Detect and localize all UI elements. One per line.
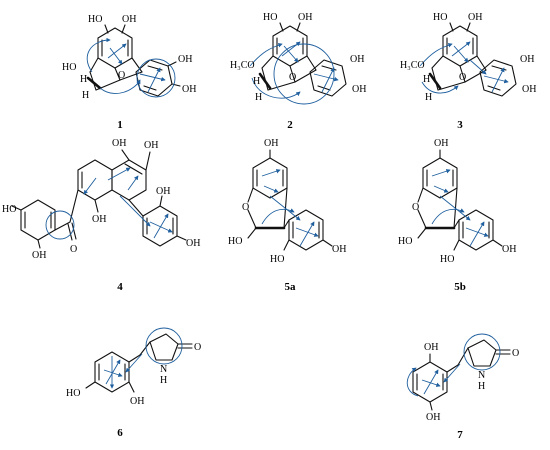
compound-7-label-1: O xyxy=(512,348,519,359)
compound-5a-label-2: HO xyxy=(228,236,242,247)
compound-3-label-3: H xyxy=(423,74,430,85)
compound-6-label-4: OH xyxy=(130,396,144,407)
compound-3-label-1: OH xyxy=(468,12,482,23)
compound-1-label-7: OH xyxy=(182,84,196,95)
compound-1-label-4: H xyxy=(82,90,89,101)
compound-2-label-7: OH xyxy=(352,84,366,95)
compound-1-structure xyxy=(86,24,181,97)
compound-4-number: 4 xyxy=(117,281,123,293)
compound-5a-label-0: OH xyxy=(264,138,278,149)
compound-5b: OH O HO HO OH 5b xyxy=(398,138,516,293)
compound-1: HO OH HO H H O OH OH 1 xyxy=(62,14,196,131)
compound-5a: OH O HO HO OH 5a xyxy=(228,138,346,293)
compound-6: O N H HO OH 6 xyxy=(66,327,201,439)
compound-2-number: 2 xyxy=(287,119,293,131)
compound-7-label-4: OH xyxy=(426,412,440,423)
compound-4-label-5: OH xyxy=(92,214,106,225)
compound-7-structure xyxy=(412,339,511,411)
compound-2-label-1: OH xyxy=(298,12,312,23)
compound-3-correlations xyxy=(419,41,509,94)
compound-4-label-3: OH xyxy=(112,138,126,149)
compound-3-label-2: H₃CO xyxy=(400,60,425,71)
compound-4-label-2: O xyxy=(70,244,77,255)
compound-7-label-0: OH xyxy=(424,342,438,353)
compound-1-label-5: O xyxy=(118,70,125,81)
compound-6-label-0: O xyxy=(194,342,201,353)
compound-1-label-3: H xyxy=(80,74,87,85)
compound-4: HO OH O OH OH OH OH OH 4 xyxy=(2,138,200,293)
compound-4-correlations xyxy=(45,167,173,240)
compound-3-label-6: OH xyxy=(520,54,534,65)
compound-5a-label-3: HO xyxy=(270,254,284,265)
compound-6-correlations xyxy=(103,327,183,389)
compound-1-correlations xyxy=(86,37,176,98)
compound-2-label-4: H xyxy=(255,92,262,103)
compound-6-label-1: N xyxy=(160,364,167,375)
compound-2-correlations xyxy=(249,41,339,105)
compound-5b-label-2: HO xyxy=(398,236,412,247)
compound-6-label-3: HO xyxy=(66,388,80,399)
compound-7-label-2: N xyxy=(478,370,485,381)
compound-2-label-2: H₃CO xyxy=(230,60,255,71)
compound-5a-number: 5a xyxy=(285,281,297,293)
compound-5b-label-4: OH xyxy=(502,244,516,255)
compound-1-label-0: HO xyxy=(88,14,102,25)
compound-6-structure xyxy=(85,333,193,393)
compound-2-label-0: HO xyxy=(263,12,277,23)
compound-5a-correlations xyxy=(261,169,319,247)
compound-3-label-7: OH xyxy=(522,84,536,95)
compound-5a-label-1: O xyxy=(242,202,249,213)
compound-5b-label-3: HO xyxy=(440,254,454,265)
compound-5b-label-1: O xyxy=(412,202,419,213)
compound-4-label-0: HO xyxy=(2,204,16,215)
compound-6-number: 6 xyxy=(117,427,123,439)
compound-1-label-2: HO xyxy=(62,62,76,73)
compound-5b-structure xyxy=(417,149,503,251)
compound-6-label-2: H xyxy=(160,375,167,386)
compound-7-label-3: H xyxy=(478,381,485,392)
compound-4-label-7: OH xyxy=(186,238,200,249)
compound-1-number: 1 xyxy=(117,119,123,131)
compound-7-number: 7 xyxy=(457,429,463,441)
compound-3-structure xyxy=(428,22,517,97)
compound-2-label-3: H xyxy=(253,76,260,87)
compound-3-label-5: O xyxy=(459,72,466,83)
compound-7: OH O N H OH 7 xyxy=(406,333,519,441)
compound-2-structure xyxy=(258,22,347,97)
compound-1-label-1: OH xyxy=(122,14,136,25)
compound-3-label-0: HO xyxy=(433,12,447,23)
compound-4-label-1: OH xyxy=(32,250,46,261)
compound-5b-correlations xyxy=(431,169,489,247)
compound-1-label-6: OH xyxy=(178,54,192,65)
compound-2: HO OH H₃CO H H O OH OH 2 xyxy=(230,12,366,131)
compound-5a-structure xyxy=(247,149,333,251)
compound-7-correlations xyxy=(406,333,501,397)
compound-5a-label-4: OH xyxy=(332,244,346,255)
compound-5b-number: 5b xyxy=(454,281,466,293)
compound-2-label-5: O xyxy=(289,72,296,83)
compound-5b-label-0: OH xyxy=(434,138,448,149)
compound-4-label-4: OH xyxy=(144,140,158,151)
compound-4-label-6: OH xyxy=(156,186,170,197)
compound-4-structure xyxy=(11,149,187,249)
compound-3-label-4: H xyxy=(425,92,432,103)
compound-3-number: 3 xyxy=(457,119,463,131)
compound-3: HO OH H₃CO H H O OH OH 3 xyxy=(400,12,536,131)
compound-2-label-6: OH xyxy=(350,54,364,65)
